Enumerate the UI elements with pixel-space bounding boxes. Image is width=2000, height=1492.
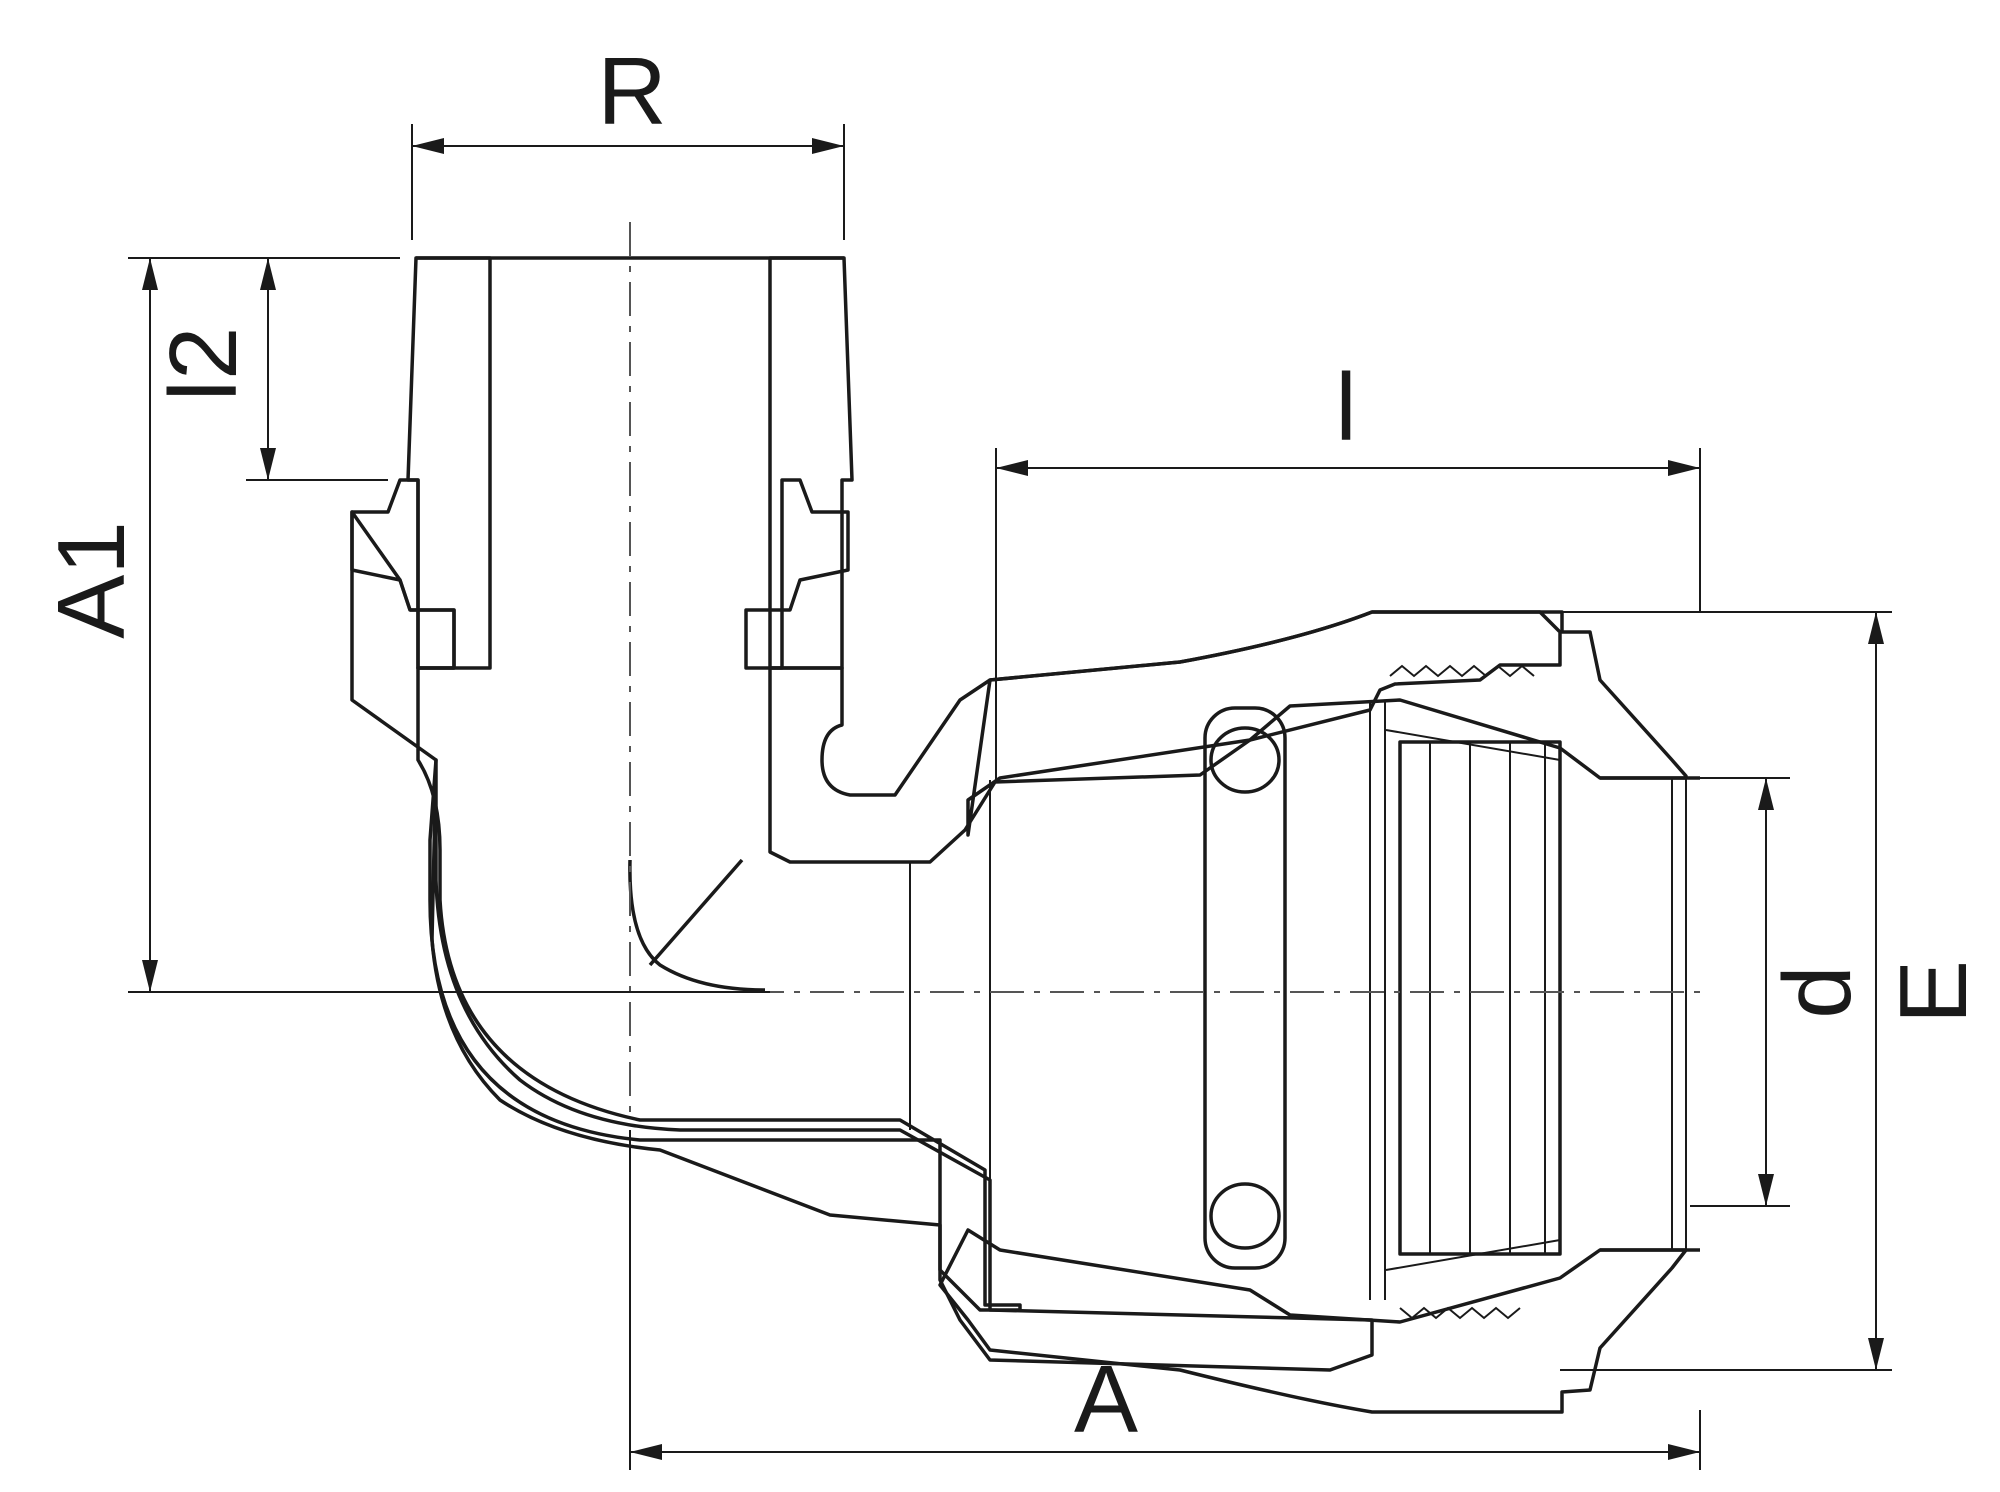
threaded-collar bbox=[350, 478, 456, 670]
dim-label-d: d bbox=[1764, 965, 1871, 1018]
body-upper bbox=[768, 610, 1562, 864]
elbow-body bbox=[350, 256, 1562, 1372]
collet-body bbox=[1398, 740, 1562, 1256]
dim-label-l: l bbox=[1335, 354, 1356, 461]
o-ring bbox=[1203, 706, 1287, 1270]
socket-bottom-wall bbox=[938, 1228, 1688, 1414]
dimension-l: l bbox=[995, 354, 1701, 780]
bore bbox=[416, 256, 1700, 1252]
dimension-l2: l2 bbox=[150, 257, 392, 481]
grab-teeth-bottom bbox=[1399, 1306, 1521, 1320]
o-ring-bottom-section bbox=[1209, 1182, 1281, 1250]
grab-teeth-top bbox=[1389, 664, 1535, 678]
dimension-R: R bbox=[411, 38, 845, 240]
dimension-d: d bbox=[1690, 777, 1871, 1207]
o-ring-channel bbox=[1203, 706, 1287, 1270]
center-lines bbox=[629, 222, 1710, 1120]
socket-top-wall bbox=[966, 610, 1688, 837]
threaded-collar-right bbox=[744, 478, 850, 670]
dimension-A1: A1 bbox=[38, 257, 770, 993]
dimension-E: E bbox=[1400, 611, 1987, 1371]
dim-label-A1: A1 bbox=[38, 521, 145, 638]
elbow-wall bbox=[350, 510, 1022, 1312]
o-ring-top-section bbox=[1209, 726, 1281, 794]
dimension-A: A bbox=[629, 1130, 1701, 1470]
dim-label-A: A bbox=[1074, 1346, 1138, 1453]
dim-label-l2: l2 bbox=[150, 327, 257, 402]
dim-label-E: E bbox=[1880, 960, 1987, 1024]
elbow-silhouette bbox=[938, 610, 1688, 1414]
male-thread-left bbox=[406, 256, 492, 670]
collet bbox=[1369, 664, 1562, 1320]
dim-label-R: R bbox=[597, 38, 666, 145]
elbow-outer bbox=[430, 758, 1374, 1372]
